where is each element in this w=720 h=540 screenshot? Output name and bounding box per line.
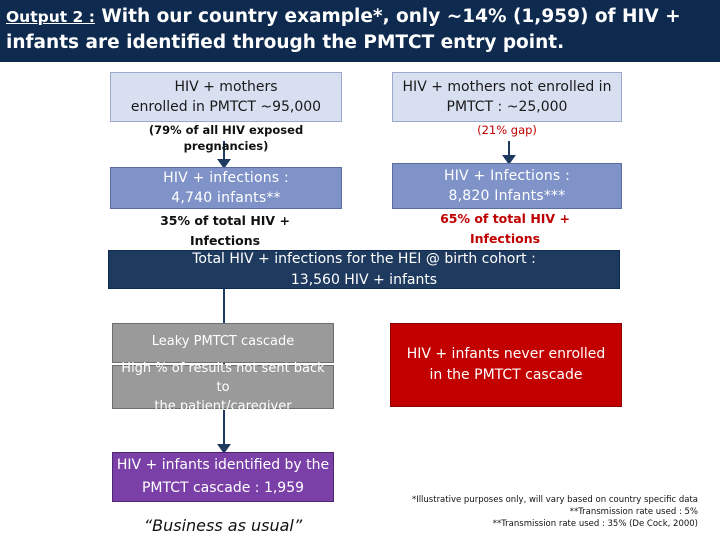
hiv-mothers-enrolled-box: HIV + mothers enrolled in PMTCT ~95,000: [110, 72, 342, 122]
right-share-label: 65% of total HIV + Infections: [410, 209, 600, 249]
right-infections-box: HIV + Infections : 8,820 Infants***: [392, 163, 622, 209]
left-infections-line-2: 4,740 infants**: [171, 190, 281, 206]
right-infections-line-1: HIV + Infections :: [444, 168, 570, 184]
gap-percentage-note: (21% gap): [477, 123, 537, 137]
arrowhead-cascade: [217, 444, 231, 454]
total-line-2: 13,560 HIV + infants: [290, 271, 438, 288]
left-share-label: 35% of total HIV + Infections: [130, 211, 320, 251]
right-share-line-2: Infections: [469, 231, 541, 246]
left-share-line-1: 35% of total HIV +: [160, 213, 290, 228]
enrolled-line-2: enrolled in PMTCT ~95,000: [130, 99, 322, 115]
footnote-2: **Transmission rate used : 5%: [569, 507, 698, 517]
title-text: With our country example*, only ~14% (1,…: [6, 6, 681, 53]
business-as-usual-caption: “Business as usual”: [143, 516, 303, 535]
identified-by-cascade-box: HIV + infants identified by the PMTCT ca…: [112, 452, 334, 502]
results-not-sent-line-1: High % of results not sent back to: [121, 360, 325, 395]
results-not-sent-box: High % of results not sent back to the p…: [112, 361, 334, 414]
footnote-3: **Transmission rate used : 35% (De Cock,…: [492, 519, 698, 529]
enrolled-percentage-note: (79% of all HIV exposed pregnancies): [148, 123, 304, 153]
hiv-mothers-not-enrolled-box: HIV + mothers not enrolled in PMTCT : ~2…: [392, 72, 622, 122]
right-share-line-1: 65% of total HIV +: [440, 211, 570, 226]
never-enrolled-box: HIV + infants never enrolled in the PMTC…: [390, 323, 622, 407]
title-lead: Output 2 :: [6, 8, 95, 26]
left-infections-box: HIV + infections : 4,740 infants**: [110, 167, 342, 209]
total-line-1: Total HIV + infections for the HEI @ bir…: [192, 250, 536, 267]
identified-line-2: PMTCT cascade : 1,959: [141, 480, 305, 496]
slide-title: Output 2 : With our country example*, on…: [0, 0, 720, 62]
arrowhead-not-enrolled: [502, 155, 516, 165]
right-infections-line-2: 8,820 Infants***: [448, 188, 566, 204]
footnotes: *Illustrative purposes only, will vary b…: [412, 494, 698, 530]
arrowhead-enrolled: [217, 159, 231, 169]
not-enrolled-line-1: HIV + mothers not enrolled in: [402, 79, 612, 95]
footnote-1: *Illustrative purposes only, will vary b…: [411, 495, 698, 505]
left-share-line-2: Infections: [189, 233, 261, 248]
left-infections-line-1: HIV + infections :: [163, 170, 289, 186]
identified-line-1: HIV + infants identified by the: [116, 457, 330, 473]
never-enrolled-line-1: HIV + infants never enrolled: [406, 346, 606, 362]
leaky-cascade-box: Leaky PMTCT cascade: [112, 323, 334, 363]
total-infections-bar: Total HIV + infections for the HEI @ bir…: [108, 250, 620, 289]
not-enrolled-line-2: PMTCT : ~25,000: [446, 99, 568, 115]
results-not-sent-line-2: the patient/caregiver: [154, 398, 292, 414]
never-enrolled-line-2: in the PMTCT cascade: [429, 367, 583, 383]
enrolled-line-1: HIV + mothers: [174, 79, 278, 95]
leaky-cascade-label: Leaky PMTCT cascade: [151, 334, 295, 349]
